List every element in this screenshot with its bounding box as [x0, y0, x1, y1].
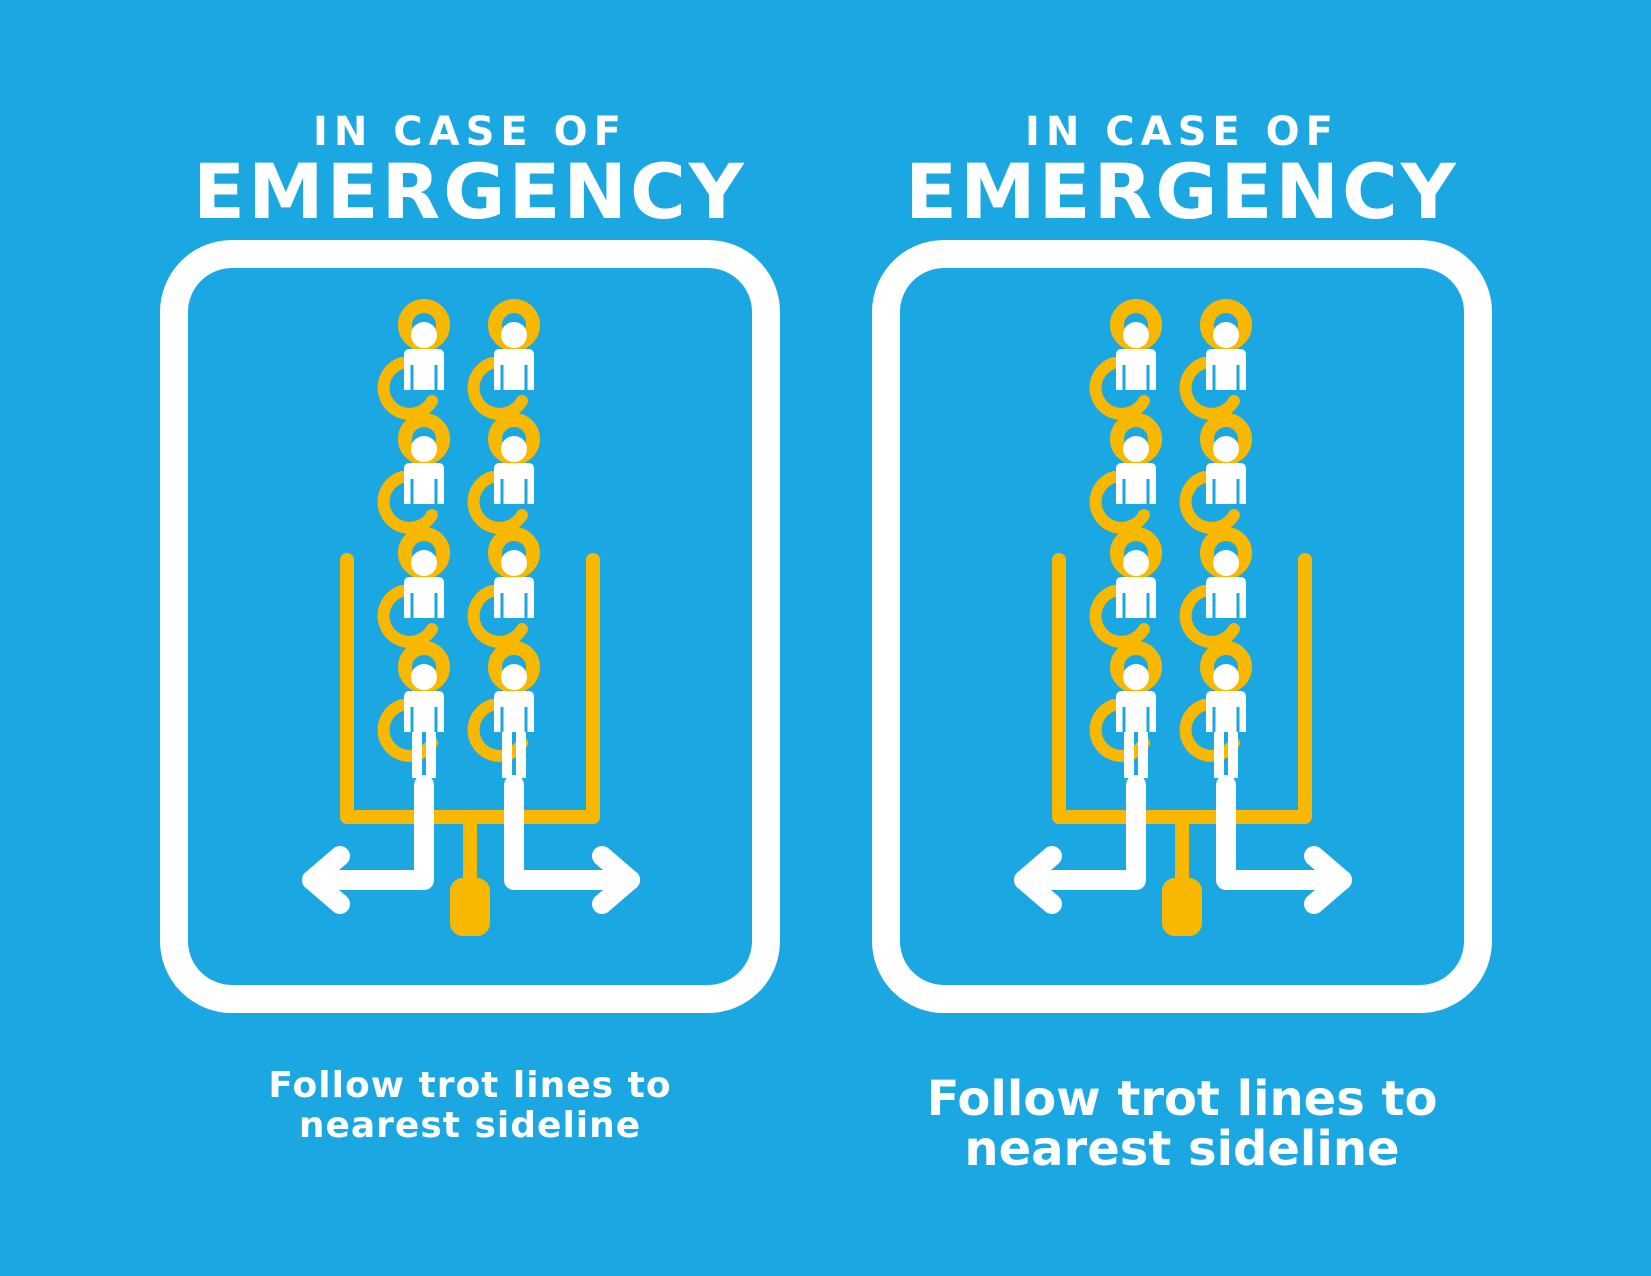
sign-instruction: Follow trot lines to nearest sideline	[120, 1066, 820, 1146]
trot-line-left	[320, 775, 434, 890]
sign-title: EMERGENCY	[905, 147, 1459, 236]
player-icon	[377, 413, 450, 534]
arrow-left-icon	[1014, 846, 1062, 914]
player-icon	[377, 299, 450, 420]
player-icon	[467, 299, 540, 420]
trot-lines	[320, 775, 622, 890]
player-icon	[1179, 413, 1252, 534]
trot-line-right	[1216, 775, 1334, 890]
player-icon	[1179, 527, 1252, 648]
trot-lines	[1032, 775, 1334, 890]
instruction-line-2: nearest sideline	[964, 1121, 1400, 1177]
arrow-left-icon	[302, 846, 350, 914]
player-columns	[1089, 299, 1252, 778]
evacuation-pictogram	[160, 240, 780, 1013]
player-icon	[1089, 641, 1162, 778]
sign-pre-title: IN CASE OF	[1025, 109, 1339, 155]
goalpost-icon	[340, 553, 600, 936]
player-icon	[467, 413, 540, 534]
trot-line-right	[504, 775, 622, 890]
goalpost-icon	[1052, 553, 1312, 936]
player-icon	[377, 527, 450, 648]
player-icon	[377, 641, 450, 778]
arrow-right-icon	[1304, 846, 1352, 914]
player-icon	[467, 527, 540, 648]
emergency-sign-right: IN CASE OF EMERGENCY Follow trot lines t…	[832, 0, 1532, 1276]
sign-instruction: Follow trot lines to nearest sideline	[832, 1074, 1532, 1174]
player-columns	[377, 299, 540, 778]
sign-pre-title: IN CASE OF	[313, 109, 627, 155]
arrow-right-icon	[592, 846, 640, 914]
emergency-sign-left: IN CASE OF EMERGENCY Follow trot lines t…	[120, 0, 820, 1276]
instruction-line-1: Follow trot lines to	[268, 1065, 672, 1106]
instruction-line-2: nearest sideline	[298, 1105, 642, 1146]
player-icon	[1089, 299, 1162, 420]
evacuation-pictogram	[872, 240, 1492, 1013]
player-icon	[467, 641, 540, 778]
player-icon	[1179, 641, 1252, 778]
trot-line-left	[1032, 775, 1146, 890]
instruction-line-1: Follow trot lines to	[926, 1071, 1438, 1127]
sign-title: EMERGENCY	[193, 147, 747, 236]
player-icon	[1089, 527, 1162, 648]
player-icon	[1089, 413, 1162, 534]
player-icon	[1179, 299, 1252, 420]
sign-frame	[872, 240, 1492, 1013]
sign-frame	[160, 240, 780, 1013]
